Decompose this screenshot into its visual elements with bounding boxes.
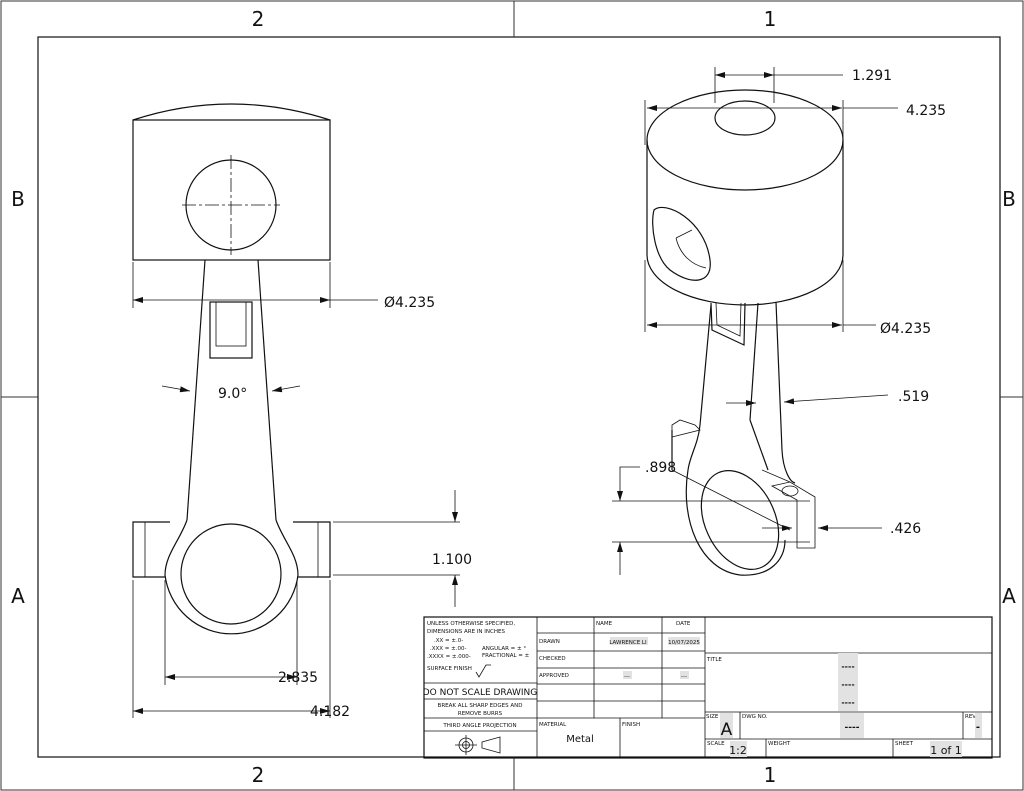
zone-left-a: A <box>11 584 25 608</box>
tol-angular: ANGULAR = ± ° <box>482 646 526 652</box>
break-edges-2: REMOVE BURRS <box>458 711 503 717</box>
isometric-view-dimensions: 1.291 4.235 Ø4.235 .519 .898 .426 <box>612 67 946 575</box>
approved-name: --- <box>624 674 630 680</box>
dim-width-overall: 4.182 <box>310 704 350 720</box>
approved-date: --- <box>681 674 687 680</box>
tol-fractional: FRACTIONAL = ± <box>482 653 530 659</box>
rev-value: - <box>976 722 980 733</box>
title-line-3: ---- <box>841 698 854 707</box>
zone-top-1: 1 <box>764 7 777 31</box>
material-value: Metal <box>566 734 594 745</box>
checked-label: CHECKED <box>539 656 566 662</box>
finish-label: FINISH <box>622 722 640 728</box>
sheet-value: 1 of 1 <box>930 744 962 757</box>
drawn-date: 10/07/2025 <box>668 640 700 646</box>
break-edges-1: BREAK ALL SHARP EDGES AND <box>438 703 523 709</box>
dim-bolt-height: .898 <box>645 460 676 476</box>
zone-labels: 2 1 2 1 B A B A <box>11 7 1016 787</box>
third-angle-projection-icon <box>455 735 501 755</box>
drawn-name: LAWRENCE LI <box>609 640 647 646</box>
tol-xx: .XX = ±.0- <box>434 638 463 644</box>
zone-right-b: B <box>1002 187 1016 211</box>
col-name: NAME <box>596 621 613 627</box>
title-line-1: ---- <box>841 662 854 671</box>
sheet-label: SHEET <box>895 741 914 747</box>
material-label: MATERIAL <box>539 722 567 728</box>
scale-value: 1:2 <box>729 744 747 757</box>
projection-label: THIRD ANGLE PROJECTION <box>442 723 516 729</box>
approved-label: APPROVED <box>539 673 569 679</box>
scale-label: SCALE <box>707 741 725 747</box>
isometric-view <box>646 89 844 576</box>
dim-diameter-iso: Ø4.235 <box>880 321 931 337</box>
zone-top-2: 2 <box>252 7 265 31</box>
front-view-dimensions: Ø4.235 9.0° 1.100 2.835 4.182 <box>132 262 472 720</box>
size-label: SIZE <box>706 714 719 720</box>
tol-xxxx: .XXXX = ±.000- <box>427 654 471 660</box>
note-line1: UNLESS OTHERWISE SPECIFIED, <box>427 621 515 627</box>
dim-height: 1.100 <box>432 552 472 568</box>
dwg-no-value: ---- <box>845 723 860 733</box>
dim-top-width: 4.235 <box>906 103 946 119</box>
dim-hole: 1.291 <box>852 68 892 84</box>
tol-xxx: .XXX = ±.00- <box>430 646 467 652</box>
col-date: DATE <box>676 621 691 627</box>
title-label: TITLE <box>706 657 722 663</box>
do-not-scale: DO NOT SCALE DRAWING <box>423 688 538 698</box>
title-line-2: ---- <box>841 680 854 689</box>
zone-bottom-1: 1 <box>764 763 777 787</box>
dwg-no-label: DWG NO. <box>742 714 768 720</box>
dim-width-inner: 2.835 <box>278 670 318 686</box>
dim-diameter-front: Ø4.235 <box>384 295 435 311</box>
zone-bottom-2: 2 <box>252 763 265 787</box>
size-value: A <box>721 720 733 740</box>
zone-right-a: A <box>1002 584 1016 608</box>
dim-angle: 9.0° <box>218 386 247 402</box>
dim-boss: .426 <box>890 521 921 537</box>
weight-label: WEIGHT <box>768 741 791 747</box>
surface-finish-icon <box>475 664 491 678</box>
note-line2: DIMENSIONS ARE IN INCHES <box>427 629 505 635</box>
front-view <box>132 103 331 635</box>
rev-label: REV. <box>965 714 977 720</box>
surface-finish-label: SURFACE FINISH <box>427 666 472 672</box>
title-block: UNLESS OTHERWISE SPECIFIED, DIMENSIONS A… <box>423 616 993 759</box>
dim-rod: .519 <box>898 389 929 405</box>
zone-left-b: B <box>11 187 25 211</box>
drawn-label: DRAWN <box>539 639 560 645</box>
